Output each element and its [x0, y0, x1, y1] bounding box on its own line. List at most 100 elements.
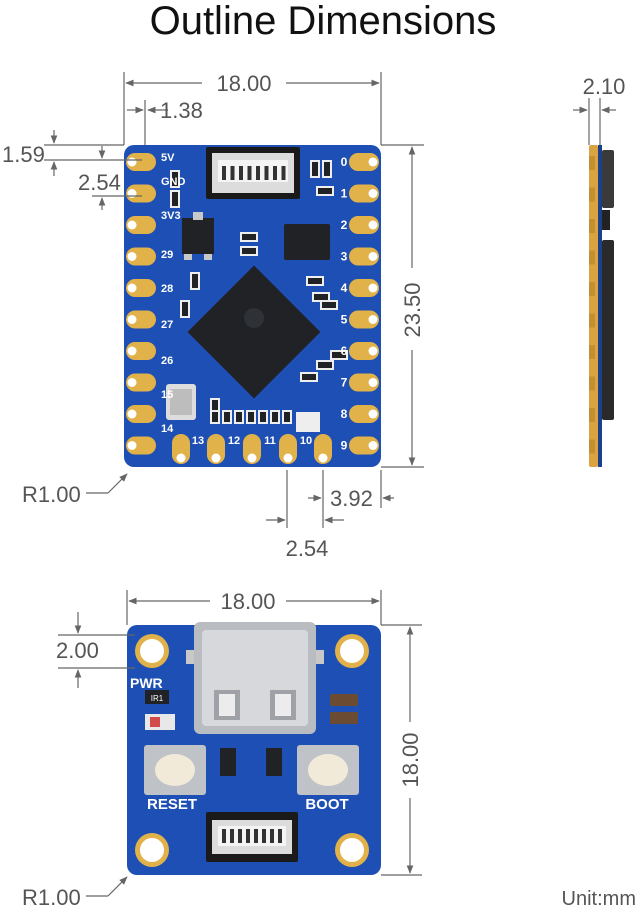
pin-pitch-label: 2.54 — [78, 170, 121, 195]
left-pad-hole — [127, 409, 137, 419]
bottom-view-dimensions: 18.00 2.00 18.00 R1.00 — [22, 588, 424, 909]
bottom-width-label: 18.00 — [220, 589, 275, 614]
usb-c-connector — [186, 622, 324, 734]
castellated-pads — [126, 153, 379, 464]
left-pad — [126, 405, 156, 423]
left-pad-hole — [127, 378, 137, 387]
bottom-fpc-connector — [206, 812, 298, 862]
right-pad-hole — [368, 378, 378, 387]
left-pin-label: 15 — [161, 389, 173, 401]
right-pin-number: 0 — [341, 155, 348, 169]
right-pin-number: 5 — [341, 313, 348, 327]
pad-offset-label: 1.38 — [160, 98, 203, 123]
left-pad — [126, 373, 156, 392]
top-corner-radius-label: R1.00 — [22, 482, 81, 507]
right-pad-hole — [368, 189, 378, 198]
flash-chip — [284, 224, 330, 260]
right-pad — [349, 436, 379, 455]
thickness-label: 2.10 — [583, 74, 626, 99]
bottom-pad-hole — [247, 453, 257, 463]
unit-label: Unit:mm — [562, 888, 636, 909]
bottom-pad — [207, 434, 225, 464]
left-pad-hole — [127, 315, 137, 324]
left-pin-label: 5V — [161, 152, 175, 164]
right-pad — [349, 405, 379, 423]
left-pad-hole — [127, 189, 137, 198]
bottom-pin-number: 10 — [300, 435, 312, 447]
bottom-height-label: 18.00 — [398, 732, 423, 787]
right-pin-number: 8 — [341, 407, 348, 421]
led-label: IR1 — [151, 694, 164, 703]
bottom-pad — [243, 434, 261, 464]
left-pin-label: 27 — [161, 319, 173, 331]
reset-label: RESET — [147, 796, 197, 813]
right-pad-hole — [368, 220, 378, 230]
left-pin-label: 14 — [161, 423, 174, 435]
right-pad-hole — [368, 283, 378, 293]
left-pin-label: 28 — [161, 283, 173, 295]
bottom-pin-number: 13 — [192, 435, 204, 447]
left-pin-label: GND — [161, 176, 186, 188]
right-pin-number: 9 — [341, 439, 348, 453]
left-pad-hole — [127, 220, 137, 230]
left-pad-hole — [127, 346, 137, 356]
right-pad — [349, 184, 379, 203]
bottom-pad-hole — [318, 453, 328, 463]
regulator-chip — [182, 218, 214, 254]
bottom-pad — [314, 434, 332, 464]
boot-label: BOOT — [305, 796, 348, 813]
left-pad — [126, 153, 156, 171]
right-pad — [349, 310, 379, 329]
right-pin-number: 1 — [341, 187, 348, 201]
reset-button-component — [144, 745, 206, 795]
top-height-label: 23.50 — [400, 282, 425, 337]
passive-components — [170, 160, 348, 424]
right-pin-number: 2 — [341, 218, 348, 232]
side-view-board — [589, 145, 614, 467]
right-pin-number: 3 — [341, 250, 348, 264]
rp2040-chip — [187, 265, 321, 399]
raspberry-logo-icon — [244, 308, 264, 328]
left-pad-hole — [127, 157, 137, 167]
right-pin-number: 4 — [341, 281, 348, 295]
left-pad — [126, 184, 156, 203]
fpc-connector — [206, 147, 300, 199]
left-pad-hole — [127, 283, 137, 293]
bottom-pad — [172, 434, 190, 464]
right-pad-hole — [368, 409, 378, 419]
left-pad — [126, 310, 156, 329]
right-pad — [349, 279, 379, 297]
right-pin-number: 6 — [341, 344, 348, 358]
rgb-led — [296, 412, 320, 432]
edge-offset-label: 1.59 — [2, 142, 45, 167]
left-pad-hole — [127, 441, 137, 450]
right-pin-number: 7 — [341, 376, 348, 390]
left-pad — [126, 279, 156, 297]
left-pad — [126, 216, 156, 234]
left-pad — [126, 247, 156, 266]
left-pad — [126, 436, 156, 455]
right-pad-hole — [368, 346, 378, 356]
bottom-pad — [279, 434, 297, 464]
right-pad-hole — [368, 441, 378, 450]
side-view-dimensions: 2.10 — [573, 74, 625, 145]
bottom-pin-number: 12 — [228, 435, 240, 447]
right-pad-hole — [368, 252, 378, 261]
bottom-pad-hole — [211, 453, 221, 463]
right-pad — [349, 153, 379, 171]
pwr-label: PWR — [130, 675, 163, 691]
hole-offset-label: 2.00 — [56, 638, 99, 663]
right-pad-hole — [368, 157, 378, 167]
pwr-led — [145, 690, 169, 704]
top-width-label: 18.00 — [216, 71, 271, 96]
bottom-view-board: PWR IR1 RESET BOOT — [127, 622, 381, 875]
bottom-pin-number: 11 — [264, 435, 276, 447]
boot-button-component — [297, 745, 359, 795]
left-pin-label: 26 — [161, 355, 173, 367]
bottom-pad-hole — [176, 453, 186, 463]
top-view-dimensions: 18.00 1.38 1.59 2.54 23.50 2.54 3.92 R1.… — [2, 68, 426, 561]
bottom-pitch-label: 2.54 — [286, 536, 329, 561]
